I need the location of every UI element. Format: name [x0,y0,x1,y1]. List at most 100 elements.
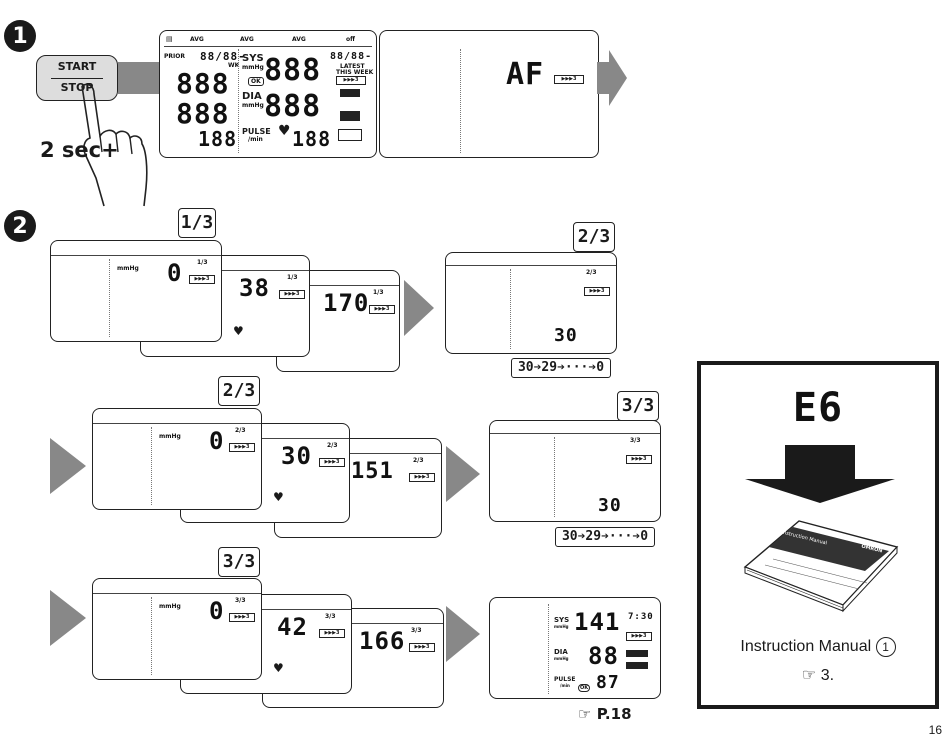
avg-label: AVG [240,36,254,43]
arrow-box: ▶▶▶3 [554,75,584,84]
pulse-value: 87 [596,672,620,693]
date-digits-right: 88/88- [330,51,373,62]
time-value: 7:30 [628,612,654,622]
cuff-wrap-icon [626,650,648,657]
final-result-screen: SYS mmHg 141 7:30 ▶▶▶3 DIA mmHg 88 PULSE… [489,597,661,699]
pressure-value: 0 [167,259,183,287]
pressure-value: 38 [239,274,270,302]
arrow-box: ▶▶▶3 [336,76,366,85]
arrow-bar [118,62,160,94]
arrow-box: ▶▶▶3 [279,290,305,299]
pressure-value: 42 [277,613,308,641]
wk-label: WK [228,62,240,69]
dia-digits: 888 [264,89,322,124]
arrow-box: ▶▶▶3 [626,455,652,464]
wait-screen: 2/3 ▶▶▶3 30 [445,252,617,354]
symbol-box [338,129,362,141]
ok-badge: OK [578,684,591,692]
countdown-start: 30 [517,360,534,375]
page-reference: ☞ P.18 [578,705,632,723]
heart-icon: ♥ [233,324,244,338]
fraction-label: 3/3 [235,597,246,604]
arrow-box: ▶▶▶3 [626,632,652,641]
manual-page-text: 3. [820,667,835,684]
cuff-wrap-icon [340,89,360,97]
this-week-label: THIS WEEK [336,69,374,76]
measurement-count-callout: 3/3 [617,391,659,421]
countdown-next: 29 [541,360,558,375]
fraction-label: 2/3 [413,457,424,464]
mmhg-label: mmHg [554,624,569,629]
prior-sys-digits: 888 [176,67,230,100]
pressure-value: 0 [209,597,225,625]
mmhg-label: mmHg [554,656,569,661]
right-arrow [50,590,86,646]
pressing-hand-icon [81,83,148,207]
latest-label: LATEST [340,63,365,70]
manual-caption: Instruction Manual 1 [701,637,935,657]
right-arrow [404,280,434,336]
pressure-value: 170 [323,289,370,317]
measurement-count-callout: 1/3 [178,208,216,238]
wait-screen: 3/3 ▶▶▶3 30 [489,420,661,522]
arrow-box: ▶▶▶3 [409,473,435,482]
avg-label: AVG [190,36,204,43]
pulse-digits: 188 [292,127,332,151]
start-label: START [57,60,97,73]
measurement-count-callout: 3/3 [218,547,260,577]
pressure-value: 0 [209,427,225,455]
arrow-box: ▶▶▶3 [189,275,215,284]
right-arrow [446,446,480,502]
ok-badge: OK [248,77,264,86]
mmhg-label: mmHg [242,64,264,71]
sys-label: SYS [242,53,264,64]
measure-screen-1: mmHg 0 2/3 ▶▶▶3 [92,408,262,510]
dia-label: DIA [242,91,262,102]
step-2-number: 2 [4,210,36,242]
full-segment-display: ▤ AVG AVG AVG off PRIOR 88/88- WK 888 88… [159,30,377,158]
manual-caption-text: Instruction Manual [740,638,872,655]
mmhg-label: mmHg [159,603,181,610]
af-display: AF ▶▶▶3 [379,30,599,158]
instruction-manual-icon [743,520,899,613]
manual-page-ref: ☞ 3. [701,665,935,685]
arrow-box: ▶▶▶3 [369,305,395,314]
fraction-label: 3/3 [325,613,336,620]
down-arrow-icon [745,479,895,503]
sys-digits: 888 [264,53,322,88]
right-arrow [446,606,480,662]
down-arrow-shaft [785,445,855,479]
measurement-count-callout: 2/3 [573,222,615,252]
fraction-label: 3/3 [411,627,422,634]
countdown-end: 0 [596,360,605,375]
pointing-hand-icon: ☞ [801,667,817,684]
ref-text: P.18 [596,705,632,723]
measure-screen-1: mmHg 0 1/3 ▶▶▶3 [50,240,222,342]
countdown-next: 29 [585,529,602,544]
avg-label: AVG [292,36,306,43]
heart-icon: ♥ [278,123,291,139]
sys-label: SYS [554,616,570,624]
fraction-label: 1/3 [373,289,384,296]
fraction-label: 2/3 [586,269,597,276]
af-code: AF [506,57,545,92]
off-label: off [346,36,355,43]
heart-icon: ♥ [273,490,284,504]
fraction-label: 1/3 [287,274,298,281]
sys-value: 141 [574,608,621,636]
countdown-value: 30 [598,495,622,516]
arrow-box: ▶▶▶3 [409,643,435,652]
measurement-count-callout: 2/3 [218,376,260,406]
arrow-box: ▶▶▶3 [229,443,255,452]
date-digits: 88/88- [200,50,246,63]
error-code: E6 [792,385,844,431]
countdown-sequence: 30➔29➔···➔0 [511,358,611,378]
movement-indicator-icon [626,662,648,669]
arrow-bar [597,62,609,94]
pressure-value: 166 [359,627,406,655]
hold-duration-text: 2 sec+ [40,138,119,162]
start-stop-button[interactable]: START STOP [36,55,118,101]
movement-indicator-icon [340,111,360,121]
countdown-end: 0 [640,529,649,544]
prior-label: PRIOR [164,53,185,60]
